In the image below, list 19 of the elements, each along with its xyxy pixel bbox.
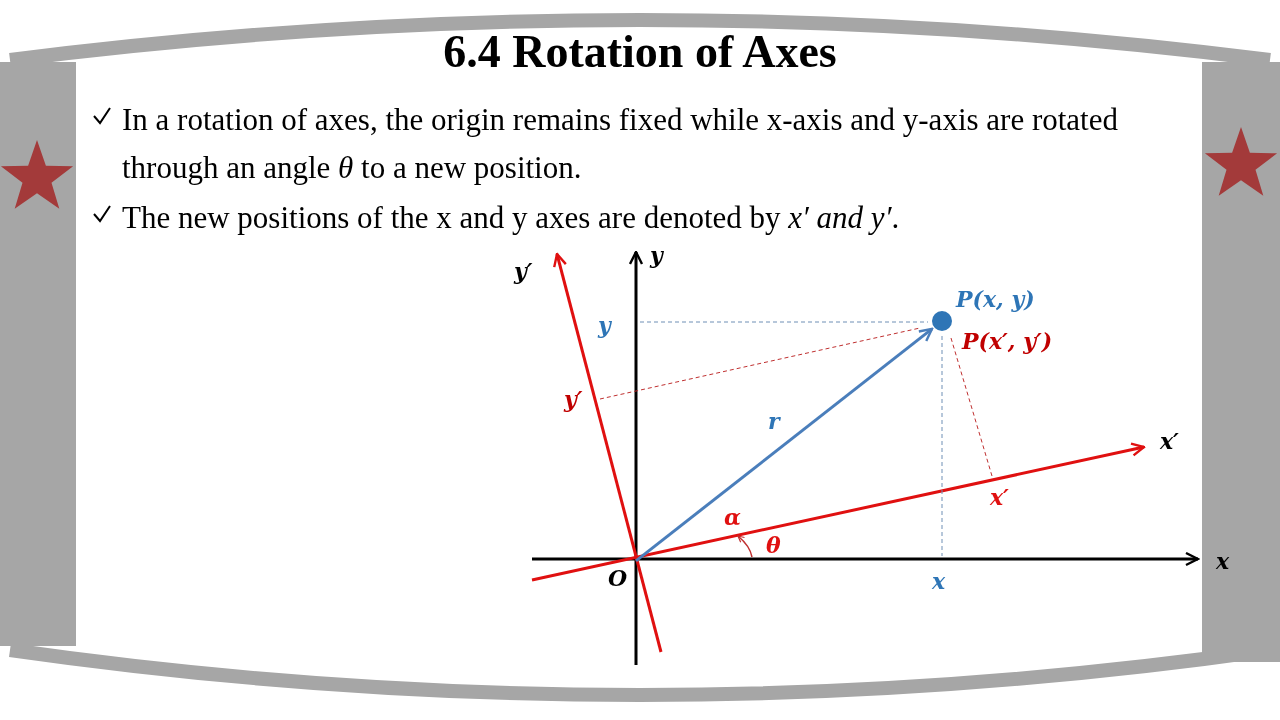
edge-label: r xyxy=(768,408,780,434)
angle-label: θ xyxy=(766,532,781,558)
bullet-text: The new positions of the x and y axes are denoted by x′ and y′. xyxy=(122,199,901,237)
origin-label: O xyxy=(600,557,636,593)
axis-label: y xyxy=(650,242,663,268)
point-label: P(x′, y′) xyxy=(962,328,1053,354)
coordinate-label: y′ xyxy=(564,386,583,412)
vector-arrow xyxy=(635,327,934,563)
coordinate-label: y xyxy=(598,312,611,338)
coordinate-label: x xyxy=(932,568,946,594)
coordinate-label: x′ xyxy=(990,484,1009,510)
angle-label: α xyxy=(724,504,741,530)
axis-label: y′ xyxy=(514,258,533,284)
bullet-text: In a rotation of axes, the origin remains fixed while x-axis and y-axis are rotated through an angle θ to a new position. xyxy=(122,101,1119,187)
point-dot xyxy=(932,311,952,331)
point-label: P(x, y) xyxy=(956,286,1035,312)
axis-label: x xyxy=(1216,548,1230,574)
slide-title: 6.4 Rotation of Axes xyxy=(442,25,838,79)
axis-label: x′ xyxy=(1160,428,1179,454)
